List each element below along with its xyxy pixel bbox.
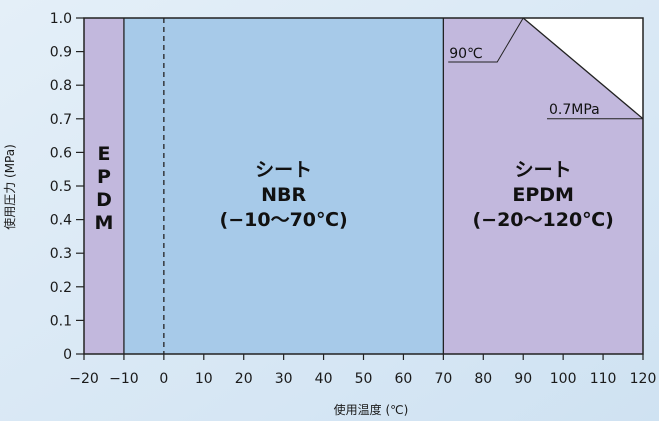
y-tick-label: 0.4 (50, 213, 72, 229)
y-tick-label: 0.5 (50, 179, 72, 195)
x-tick-label: 90 (514, 371, 532, 387)
boundary-diagonal (522, 17, 644, 120)
x-tick-label: 10 (195, 371, 213, 387)
y-tick-label: 0.1 (50, 313, 72, 329)
label-epdm-right-line: EPDM (512, 184, 574, 206)
x-tick-label: 100 (550, 371, 577, 387)
annotation-90-text: 90℃ (449, 46, 483, 62)
x-axis-title: 使用温度 (℃) (334, 402, 409, 417)
region-epdm-right (443, 18, 643, 354)
label-epdm-left-line: P (97, 166, 111, 188)
x-tick-label: 60 (395, 371, 413, 387)
label-nbr-line: (−10〜70℃) (220, 209, 348, 231)
label-epdm-left-line: E (97, 143, 110, 165)
label-nbr-line: NBR (261, 184, 306, 206)
label-epdm-left-line: D (96, 189, 112, 211)
axis-ticks: 0 0.1 0.2 0.3 0.4 0.5 0.6 0.7 0.8 0.9 1.0 −20 −10 0 10… (50, 11, 657, 387)
region-nbr (123, 18, 444, 354)
annotation-07-text: 0.7MPa (549, 102, 600, 118)
region-epdm-left (84, 18, 124, 354)
region-labels: EPDM シート NBR (−10〜70℃) シート EPDM (−20〜120℃) (95, 143, 614, 234)
x-tick-label: 50 (355, 371, 373, 387)
x-tick-label: 20 (235, 371, 253, 387)
x-tick-label: 80 (474, 371, 492, 387)
x-tick-label: −20 (69, 371, 99, 387)
x-tick-label: −10 (109, 371, 139, 387)
y-tick-label: 0 (63, 347, 72, 363)
x-tick-label: 70 (434, 371, 452, 387)
label-epdm-right-line: (−20〜120℃) (472, 209, 613, 231)
y-tick-label: 0.3 (50, 246, 72, 262)
label-epdm-left-line: M (95, 212, 114, 234)
annotation-90-leader (448, 17, 524, 63)
y-tick-label: 0.6 (50, 145, 72, 161)
label-epdm-right-line: シート (515, 159, 572, 181)
label-nbr-line: シート (255, 159, 312, 181)
y-tick-label: 0.2 (50, 280, 72, 296)
y-tick-label: 0.8 (50, 78, 72, 94)
x-tick-label: 0 (159, 371, 168, 387)
regions (84, 18, 643, 354)
y-tick-label: 1.0 (50, 11, 72, 27)
x-tick-label: 40 (315, 371, 333, 387)
y-tick-label: 0.9 (50, 45, 72, 61)
x-tick-label: 30 (275, 371, 293, 387)
y-axis-title: 使用圧力 (MPa) (2, 144, 17, 230)
y-tick-label: 0.7 (50, 112, 72, 128)
x-tick-label: 110 (590, 371, 617, 387)
x-tick-label: 120 (630, 371, 657, 387)
